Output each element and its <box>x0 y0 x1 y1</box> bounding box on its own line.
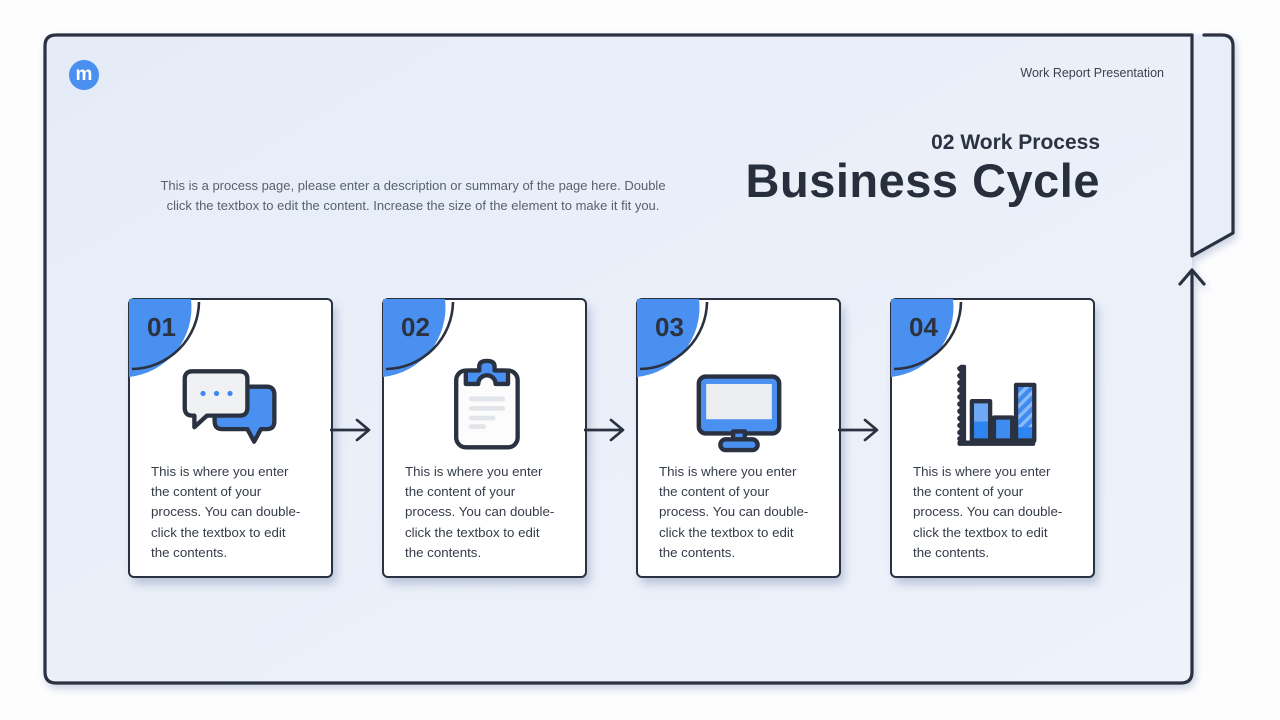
corner-fan-decoration <box>637 299 709 377</box>
bookmark-ribbon <box>1192 35 1233 256</box>
brand-logo: m <box>69 60 99 90</box>
process-card-2[interactable]: 02 This is where you enter the content o… <box>382 298 587 578</box>
bar-chart-icon <box>956 364 1036 446</box>
presentation-label: Work Report Presentation <box>1020 66 1164 80</box>
description-line-1: This is a process page, please enter a d… <box>160 178 666 193</box>
card-textbox[interactable]: This is where you enter the content of y… <box>405 464 555 560</box>
step-number: 03 <box>655 312 684 342</box>
step-number: 02 <box>401 312 430 342</box>
flow-arrow-icon <box>838 418 879 442</box>
process-card-4[interactable]: 04 <box>890 298 1095 578</box>
corner-fan-decoration <box>891 299 963 377</box>
title-block[interactable]: 02 Work Process Business Cycle <box>746 131 1100 207</box>
card-textbox[interactable]: This is where you enter the content of y… <box>913 464 1063 560</box>
clipboard-icon <box>453 358 520 450</box>
page-title[interactable]: Business Cycle <box>745 154 1100 207</box>
bookmark-ribbon-border <box>1190 33 1235 258</box>
process-card-3[interactable]: 03 This is where you enter the content o… <box>636 298 841 578</box>
card-textbox[interactable]: This is where you enter the content of y… <box>659 464 809 560</box>
flow-arrow-icon <box>584 418 625 442</box>
description-textbox[interactable]: This is a process page, please enter a d… <box>133 176 693 215</box>
frame-border <box>43 33 1194 685</box>
flow-arrow-icon <box>330 418 371 442</box>
process-card-1[interactable]: 01 This is where you enter the content o… <box>128 298 333 578</box>
corner-fan-decoration <box>383 299 455 377</box>
process-cards-row: 01 This is where you enter the content o… <box>128 298 1095 578</box>
card-textbox[interactable]: This is where you enter the content of y… <box>151 464 301 560</box>
step-number: 04 <box>909 312 938 342</box>
description-line-2: click the textbox to edit the content. I… <box>166 197 660 213</box>
corner-fan-decoration <box>129 299 201 377</box>
monitor-icon <box>696 374 781 453</box>
up-arrow-icon <box>1178 268 1206 286</box>
section-title[interactable]: 02 Work Process <box>931 131 1100 154</box>
step-number: 01 <box>147 312 176 342</box>
chat-bubbles-icon <box>182 369 277 444</box>
